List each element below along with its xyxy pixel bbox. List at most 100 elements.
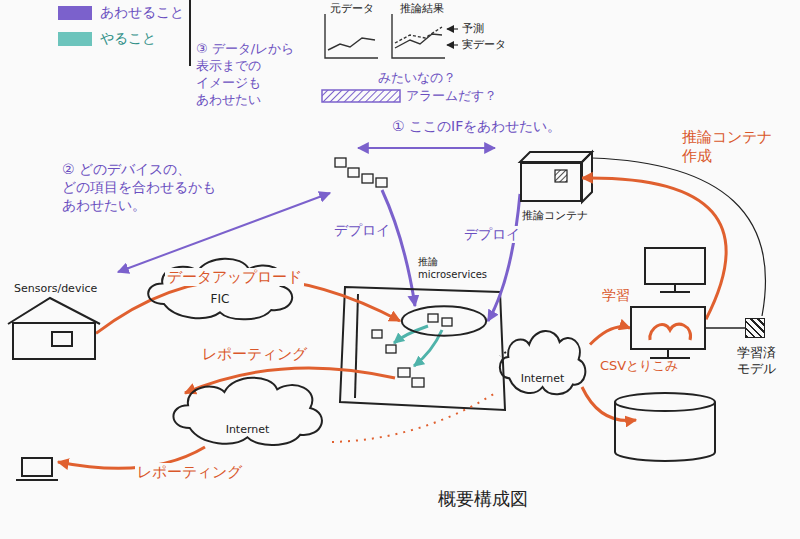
dotted-link xyxy=(332,392,497,442)
model-link xyxy=(592,158,765,316)
legend-swatch xyxy=(58,32,92,46)
caption: 概要構成図 xyxy=(438,488,528,510)
report-arrow xyxy=(58,368,395,468)
cloud-outline xyxy=(495,322,590,397)
note: ③ データ/レから 表示までの イメージも あわせたい xyxy=(196,40,318,108)
training-loop xyxy=(650,324,691,340)
laptop xyxy=(16,458,58,480)
source-cubes xyxy=(348,168,359,177)
model-box: 学習済 モデル xyxy=(745,318,765,338)
cloud: Internet xyxy=(165,368,330,448)
node-label: 学習 xyxy=(602,287,630,304)
device-arrow xyxy=(118,193,330,272)
source-cubes xyxy=(335,158,346,167)
interface-arrow xyxy=(358,147,495,149)
node-label: FIC xyxy=(211,292,230,306)
container-faces xyxy=(520,152,592,202)
service-cubes xyxy=(372,330,382,338)
container-box: 推論コンテナ xyxy=(520,162,582,202)
node-label: 推論コンテナ xyxy=(522,209,588,222)
mini-chart xyxy=(328,38,375,50)
flow-label: CSVとりこみ xyxy=(600,358,678,374)
database xyxy=(615,402,715,452)
legend-text: あわせること xyxy=(100,4,184,21)
note: みたいなの？ xyxy=(378,70,456,86)
alarm-bar xyxy=(322,90,400,102)
connector xyxy=(590,327,630,345)
chart-label: 実データ xyxy=(462,38,506,51)
node-label: Sensors/device xyxy=(14,282,97,295)
leader-arrow xyxy=(447,44,458,45)
chart-label: 元データ xyxy=(330,2,374,15)
dotted-link xyxy=(500,352,506,356)
laptop xyxy=(16,479,58,481)
note: アラームだす？ xyxy=(406,88,497,104)
monitor-screen: 学習 xyxy=(630,306,706,350)
monitor xyxy=(660,284,690,292)
cloud: FIC xyxy=(140,250,300,322)
chart-label: 推論結果 xyxy=(400,2,444,15)
source-cubes xyxy=(335,158,387,187)
service-cubes xyxy=(386,345,396,353)
service-cubes xyxy=(398,368,410,377)
house-roof xyxy=(8,298,100,324)
flow-label: レポーティング xyxy=(135,463,244,481)
training-loop xyxy=(650,324,691,340)
mini-chart xyxy=(392,14,445,58)
node-label: Internet xyxy=(521,372,565,385)
connector xyxy=(582,178,726,319)
cloud: Internet xyxy=(495,322,590,397)
monitor xyxy=(645,248,705,284)
source-cubes xyxy=(362,174,373,183)
database xyxy=(615,393,715,411)
container-faces xyxy=(555,170,567,182)
flow-label: レポーティング xyxy=(200,345,309,363)
model-link xyxy=(592,158,765,316)
service-cubes xyxy=(428,314,438,322)
note: ② どのデバイスの、 どの項目を合わせるかも あわせたい。 xyxy=(62,160,284,214)
cloud-outline xyxy=(140,250,300,322)
node-label: Internet xyxy=(226,423,270,436)
source-cubes xyxy=(376,178,387,187)
ellipse-outline xyxy=(400,305,488,337)
legend-frame xyxy=(189,0,191,66)
legend-swatch xyxy=(58,6,92,20)
cloud-outline xyxy=(500,331,585,394)
monitor xyxy=(650,350,690,358)
database xyxy=(615,452,715,461)
node-label: 推論 microservices xyxy=(418,255,508,281)
note: ① ここのIFをあわせたい。 xyxy=(392,118,561,135)
device-arrow xyxy=(118,193,330,272)
interface-arrow xyxy=(358,147,495,149)
laptop xyxy=(22,458,52,476)
mini-chart xyxy=(325,14,378,58)
ellipse-outline xyxy=(402,306,486,335)
house-body: Sensors/device xyxy=(12,322,96,360)
legend-text: やること xyxy=(100,30,156,47)
connector xyxy=(96,278,400,333)
house-roof xyxy=(52,332,72,346)
chart-label: 予測 xyxy=(462,22,484,35)
monitor xyxy=(645,248,705,358)
connector xyxy=(488,194,520,321)
edge-label: 推論コンテナ 作成 xyxy=(682,128,786,166)
node-label: 学習済 モデル xyxy=(728,345,784,376)
connector xyxy=(706,327,745,328)
report-arrow xyxy=(185,368,395,393)
leader-arrow xyxy=(447,28,458,29)
leader-arrow xyxy=(447,29,458,45)
microservice-ellipse: 推論 microservices xyxy=(400,305,488,337)
alarm-bar xyxy=(322,90,400,102)
database xyxy=(615,393,715,461)
csv-arrow xyxy=(582,387,636,421)
dotted-link xyxy=(332,392,497,442)
dotted-link xyxy=(500,352,506,356)
mini-chart xyxy=(325,14,445,58)
edge-label: データアップロード xyxy=(165,268,304,286)
edge-label: デプロイ xyxy=(462,226,522,243)
cloud-outline xyxy=(173,378,321,445)
platform xyxy=(355,294,358,398)
csv-arrow xyxy=(582,387,636,421)
mini-chart xyxy=(395,27,442,43)
